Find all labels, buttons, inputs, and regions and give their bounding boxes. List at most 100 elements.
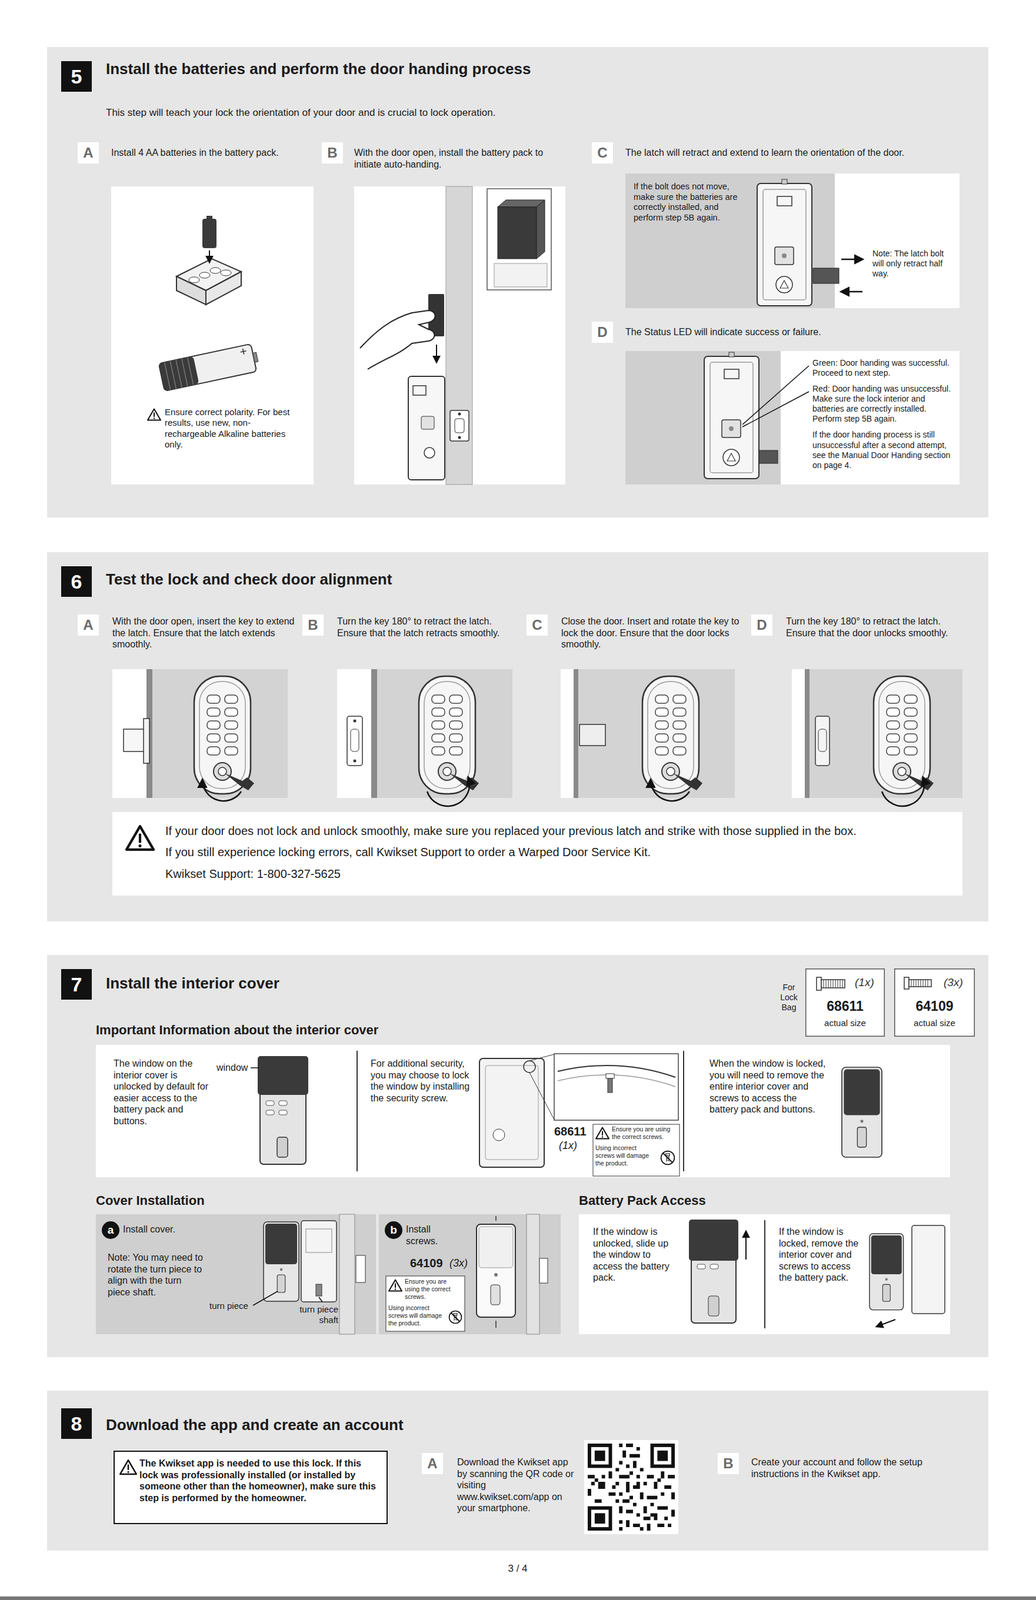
battery-access-band [764,1220,766,1329]
body-text: When the window is locked, you will need… [709,1058,828,1117]
bag-note: For Lock Bag [773,983,805,1014]
body-text: Kwikset Support: 1-800-327-5625 [165,867,954,882]
security-screw-figure [661,1151,675,1166]
step-letter: B [717,1453,739,1475]
security-screw-figure [554,1054,679,1121]
aa-battery [158,343,261,392]
screw-install-figure [539,1258,548,1284]
auto-handing-figure [421,416,435,430]
subheading: Important Information about the interior… [95,1023,626,1039]
key-test-figure [371,669,378,799]
key-test-figure [573,669,579,799]
key-test-figure [337,669,513,799]
step-letter: a [101,1221,120,1240]
security-screw-figure [529,1073,555,1121]
body-text: If you still experience locking errors, … [165,845,954,860]
battery-access-band [869,1234,904,1311]
key-test-figure [112,669,288,802]
part-label: turn piece shaft [290,1304,339,1327]
body-text: Turn the key 180° to retract the latch. … [337,615,520,639]
latch-retract-figure [841,258,863,261]
warning-note: Ensure correct polarity. For best result… [164,407,292,451]
qr-code [594,1451,606,1462]
latch-retract-figure [813,268,839,284]
size-note: actual size [894,1018,975,1029]
security-screw-figure [557,1075,676,1088]
status-led-figure [758,450,778,464]
key-test-figure [579,724,606,746]
screw-box-fill [805,969,885,1038]
step-instruction: AWith the door open, insert the key to e… [77,614,299,665]
auto-handing-figure [450,410,469,442]
section-badge-fill [61,1408,92,1440]
status-led-figure [704,352,759,479]
key-test-figure [804,669,810,799]
section-badge: 6 [61,566,92,598]
battery-holder [220,270,232,276]
install-step-fill [95,1214,376,1335]
key-test-figure [560,669,574,799]
part-number: 64109 [894,998,975,1015]
qr-code [587,1507,612,1532]
step-letter: D [591,321,614,343]
qr-code [653,1447,672,1466]
auto-handing-figure [412,385,426,396]
section-badge-fill [61,566,92,598]
body-text: The latch will retract and extend to lea… [625,147,979,159]
page-bottom-bar [0,1597,1036,1600]
key-test-figure [418,676,479,795]
illustration-panel-fill [111,186,314,485]
screw-figure [904,977,909,990]
qr-code [584,1440,679,1535]
security-screw-figure [523,1061,536,1074]
qr-code [657,1451,668,1462]
warning-note: Using incorrect screws will damage the p… [595,1144,657,1168]
quantity: (1x) [854,975,884,990]
key-test-figure [337,669,513,807]
key-test-figure [873,676,934,795]
screw-install-figure [385,1276,465,1332]
step-letter: B [321,142,343,164]
key-test-figure [350,729,359,752]
qr-code [587,1444,675,1532]
screw-install-figure [494,1273,498,1278]
status-led-figure [625,351,781,485]
battery-access-band [710,1264,719,1270]
screw-install-figure [495,1216,497,1222]
security-screw-figure [595,1128,609,1140]
section-title: Test the lock and check door alignment [105,570,930,590]
illustration-panel: If the bolt does not move, make sure the… [625,173,960,309]
body-text: Green: Door handing was successful. Proc… [812,358,955,379]
section-badge: 7 [61,969,92,1001]
body-text: The window on the interior cover is unlo… [113,1058,211,1128]
cover-install-figure [355,1256,366,1284]
illustration-panel: Ensure correct polarity. For best result… [111,186,314,485]
key-test-figure [650,780,690,802]
warning-box-fill [112,812,963,896]
step-instruction: CThe latch will retract and extend to le… [591,142,981,169]
auto-handing-figure [360,310,436,370]
section-panel-fill [47,1391,989,1552]
security-screw-figure [605,1074,615,1079]
cover-install-figure [252,1291,278,1307]
cover-install-figure [263,1222,299,1302]
body-text: If the door handing process is still uns… [812,430,955,471]
size-note: actual size [805,1018,885,1029]
screw-figure [821,980,845,989]
cover-window-figure [260,1088,306,1165]
auto-handing-figure [454,418,465,433]
section-number: 6 [61,566,92,598]
body-text: The Status LED will indicate success or … [625,326,955,339]
body-text: If the window is unlocked, slide up the … [593,1226,677,1285]
cover-window-figure [277,1137,288,1158]
latch-retract-figure [841,291,863,293]
body-text: The Kwikset app is needed to use this lo… [139,1458,381,1505]
step-letter: A [421,1453,443,1475]
warning-note: Ensure you are using the correct screws. [404,1278,463,1301]
cover-install-figure [315,1284,322,1297]
key-test-figure [337,669,372,799]
info-band [683,1051,685,1172]
key-test-figure [560,669,735,799]
step-letter: A [77,142,99,164]
screw-figure [908,980,932,988]
